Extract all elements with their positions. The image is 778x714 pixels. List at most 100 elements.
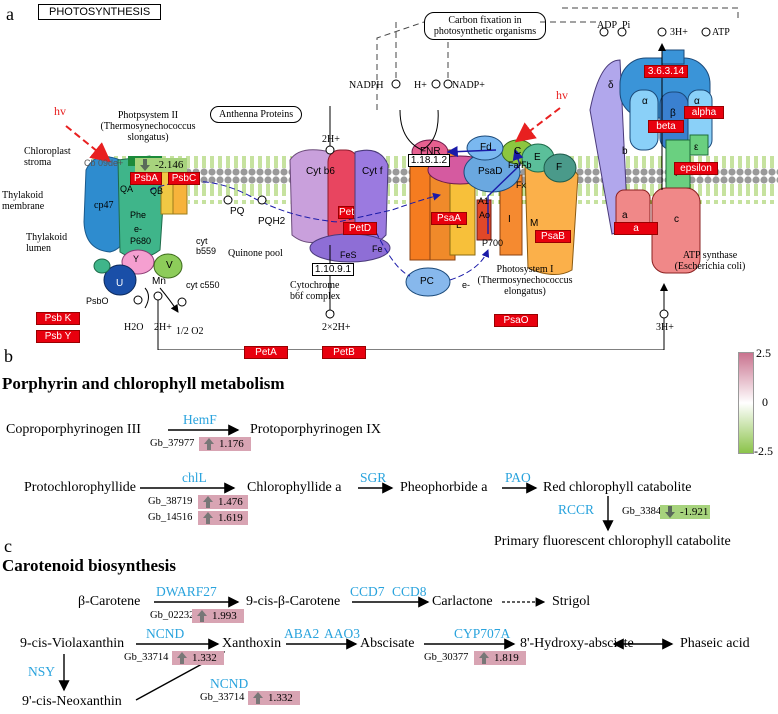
label-cyt-b6: Cyt b6 <box>306 166 335 177</box>
label-psbo: PsbO <box>86 296 109 306</box>
up-arrow-icon <box>479 652 489 664</box>
label-fe: Fe <box>372 244 383 254</box>
fc-value: -2.146 <box>155 159 184 171</box>
label-3h-plus-top: 3H+ <box>670 27 688 38</box>
fc-value: 1.619 <box>218 512 243 524</box>
label-p700: P700 <box>482 238 504 248</box>
gene-id: Gb_33714 <box>200 692 245 703</box>
label-cyt-c550: cyt c550 <box>186 280 220 290</box>
label-carbon-fixation: Carbon fixation in photosynthetic organi… <box>424 12 546 40</box>
up-arrow-icon <box>177 652 187 664</box>
panel-a: a PHOTOSYNTHESIS hv hv Chloroplast strom… <box>0 0 778 359</box>
label-mn: Mn <box>152 276 166 287</box>
panel-c: c Carotenoid biosynthesis β-Carotene DWA… <box>0 536 778 714</box>
metabolite-9-cis-neoxanthin: 9'-cis-Neoxanthin <box>22 694 122 709</box>
label-fes: FeS <box>340 250 357 260</box>
enzyme-aba2[interactable]: ABA2 <box>284 626 320 641</box>
label-a1: A1 <box>478 196 490 206</box>
label-quinone-pool: Quinone pool <box>228 248 283 259</box>
gene-box-petb[interactable]: PetB <box>322 346 366 359</box>
metabolite-carlactone: Carlactone <box>432 594 493 609</box>
up-arrow-icon <box>197 610 207 622</box>
enzyme-ncnd-2[interactable]: NCND <box>210 676 249 691</box>
label-e-minus-1: e- <box>134 224 143 234</box>
gene-box-epsilon[interactable]: epsilon <box>674 162 718 175</box>
enzyme-dwarf27[interactable]: DWARF27 <box>156 584 217 599</box>
label-cp47: cp47 <box>94 200 114 211</box>
label-f-subunit: F <box>556 162 563 173</box>
label-h2o: H2O <box>124 322 144 333</box>
photosynthesis-map <box>65 7 778 350</box>
enzyme-rccr[interactable]: RCCR <box>558 502 595 517</box>
label-photosystem-i: Photosystem I (Thermosynechococcus elong… <box>477 264 573 297</box>
gene-box-beta[interactable]: beta <box>648 120 684 133</box>
gene-box-petb-mid[interactable]: Pet <box>338 206 355 219</box>
fc-box: 1.332 <box>248 691 300 705</box>
gene-box-peta[interactable]: PetA <box>244 346 288 359</box>
fd-to-fnr <box>446 145 497 158</box>
gene-box-psby[interactable]: Psb Y <box>36 330 80 343</box>
gene-box-ec-3-6-3-14[interactable]: 3.6.3.14 <box>644 65 688 78</box>
legend-min: -2.5 <box>754 444 773 458</box>
gene-box-psab[interactable]: PsaB <box>535 230 571 243</box>
enzyme-hemf[interactable]: HemF <box>183 412 217 427</box>
label-cyt-f: Cyt f <box>362 166 383 177</box>
label-nadph: NADPH <box>349 80 384 91</box>
label-phe: Phe <box>130 210 147 220</box>
gene-box-a[interactable]: a <box>614 222 658 235</box>
metabolite-9-cis-beta-carotene: 9-cis-β-Carotene <box>246 594 341 609</box>
legend-max: 2.5 <box>756 346 771 360</box>
up-arrow-icon <box>203 496 213 508</box>
enzyme-pao[interactable]: PAO <box>505 470 531 485</box>
gene-box-psbc[interactable]: PsbC <box>168 172 200 185</box>
label-2x2h-plus: 2×2H+ <box>322 322 351 333</box>
gene-box-psao[interactable]: PsaO <box>494 314 538 327</box>
fc-box: 1.176 <box>199 437 251 451</box>
metabolite-beta-carotene: β-Carotene <box>78 594 141 609</box>
label-qb: QB <box>150 186 164 196</box>
gene-box-psaa[interactable]: PsaA <box>431 212 467 225</box>
enzyme-ccd8[interactable]: CCD8 <box>392 584 427 599</box>
enzyme-ccd7[interactable]: CCD7 <box>350 584 385 599</box>
label-fd: Fd <box>480 142 492 153</box>
enzyme-cyp707a[interactable]: CYP707A <box>454 626 511 641</box>
enzyme-nsy[interactable]: NSY <box>28 664 56 679</box>
label-m: M <box>530 218 539 229</box>
label-2h-plus-top: 2H+ <box>322 134 340 145</box>
metabolite-9-cis-violaxanthin: 9-cis-Violaxanthin <box>20 636 125 651</box>
ec-box-fnr[interactable]: 1.18.1.2 <box>408 154 450 167</box>
label-alpha-2: α <box>694 96 700 107</box>
metabolite-protochlorophyllide: Protochlorophyllide <box>24 480 136 495</box>
label-a0: Ao <box>479 210 491 220</box>
label-v: V <box>166 260 173 271</box>
up-arrow-icon <box>204 438 214 450</box>
panel-c-title: Carotenoid biosynthesis <box>2 556 176 575</box>
metabolite-strigol: Strigol <box>552 594 591 609</box>
ec-box-cyt[interactable]: 1.10.9.1 <box>312 263 354 276</box>
down-arrow-icon <box>665 506 675 518</box>
legend-mid: 0 <box>762 395 768 409</box>
enzyme-chll[interactable]: chlL <box>182 470 207 485</box>
fc-value: 1.993 <box>212 610 237 622</box>
gene-box-alpha[interactable]: alpha <box>684 106 724 119</box>
enzyme-aao3[interactable]: AAO3 <box>324 626 360 641</box>
gene-box-psbk[interactable]: Psb K <box>36 312 80 325</box>
metabolite-8-hydroxy-absciate: 8'-Hydroxy-absciate <box>520 636 634 651</box>
metabolite-primary-fluorescent-catabolite: Primary fluorescent chlorophyll cataboli… <box>494 534 731 549</box>
label-i: I <box>508 214 511 225</box>
label-beta-1: β <box>670 108 676 119</box>
enzyme-ncnd[interactable]: NCND <box>146 626 185 641</box>
metabolite-xanthoxin: Xanthoxin <box>222 636 282 651</box>
gene-box-petd[interactable]: PetD <box>343 222 377 235</box>
panel-b-arrows <box>140 424 614 532</box>
panel-a-letter: a <box>6 4 14 24</box>
plastocyanin <box>405 267 451 297</box>
label-pi: Pi <box>622 20 631 31</box>
enzyme-sgr[interactable]: SGR <box>360 470 387 485</box>
panel-b-letter: b <box>4 346 13 366</box>
gene-box-psba[interactable]: PsbA <box>130 172 162 185</box>
label-antenna-proteins: Anthenna Proteins <box>210 106 303 123</box>
gene-id: Gb_33714 <box>124 652 169 663</box>
label-u: U <box>116 278 124 289</box>
label-atp-synthase: ATP synthase (Escherichia coli) <box>674 250 746 272</box>
